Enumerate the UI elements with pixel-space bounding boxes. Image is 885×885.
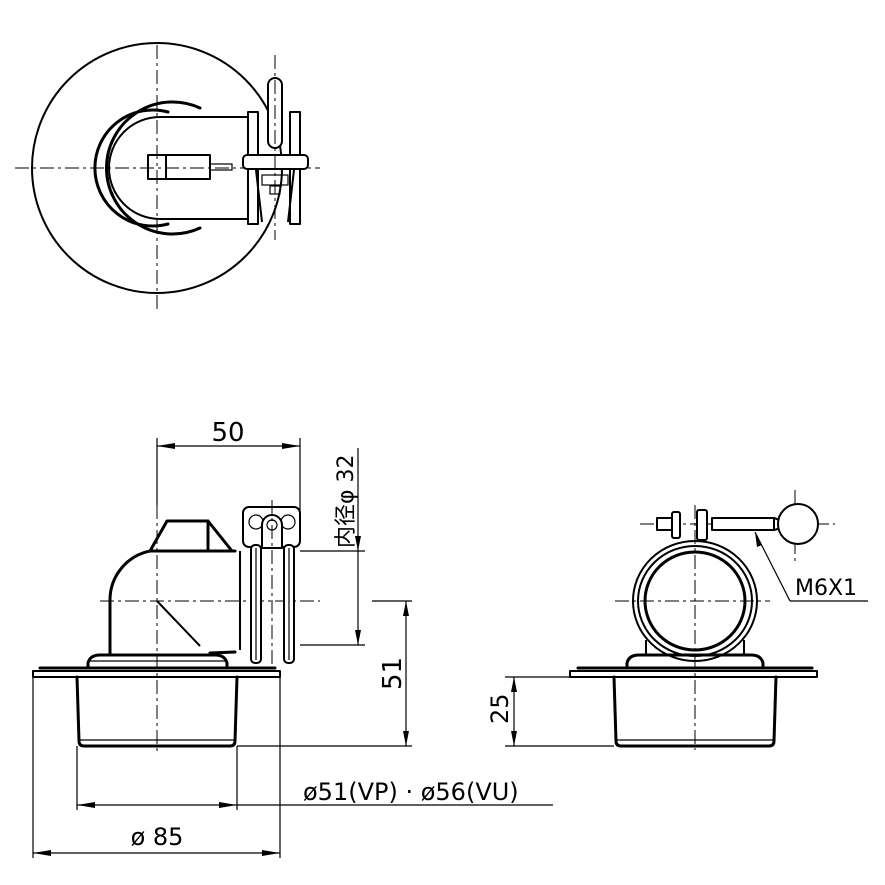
dim-label-thread: M6X1 [795, 576, 857, 601]
elbow-diagonal [156, 600, 201, 647]
leader-arrow [755, 532, 762, 547]
dimension-85: ø 85 [33, 823, 280, 856]
front-hose-clamp [239, 500, 301, 668]
dim-label-25: 25 [486, 693, 514, 724]
dimension-pipe-diameter: ø51(VP) · ø56(VU) [77, 778, 553, 808]
screw-shaft [711, 517, 775, 531]
side-supports [645, 640, 745, 655]
elbow-body [160, 116, 248, 220]
flange [32, 670, 281, 678]
clamp-ear [696, 509, 708, 541]
plug-tip [209, 163, 233, 171]
elbow-boss [148, 519, 234, 553]
elbow-inner-arc [108, 116, 161, 220]
front-view [32, 438, 412, 858]
dim-label-50: 50 [211, 418, 244, 448]
side-base-collar [625, 653, 765, 669]
outer-ring-arc [105, 100, 202, 236]
dim-label-51: 51 [378, 657, 408, 690]
dim-label-pipe: ø51(VP) · ø56(VU) [303, 778, 519, 806]
trap-body [75, 675, 239, 748]
top-view [15, 42, 320, 310]
nut [671, 511, 681, 539]
dimension-50: 50 [157, 418, 300, 449]
dim-label-85: ø 85 [131, 823, 184, 851]
outlet-bottom [208, 650, 237, 655]
base-collar [86, 653, 229, 669]
inner-ring-arc [93, 108, 170, 228]
clamp-ring-outer [632, 540, 758, 662]
dimension-51: 51 [378, 601, 409, 746]
elbow-outline [108, 549, 237, 655]
dimension-25: 25 [486, 677, 517, 746]
knob-ball [777, 503, 819, 545]
dimension-inner-diameter: 内径φ 32 [334, 448, 361, 645]
dim-label-inner-32: 内径φ 32 [334, 454, 359, 548]
top-hose-clamp [242, 55, 309, 240]
side-view: M6X1 [505, 490, 868, 750]
pipe-circle [643, 550, 747, 652]
side-flange [569, 670, 818, 678]
side-trap-body [612, 675, 778, 748]
